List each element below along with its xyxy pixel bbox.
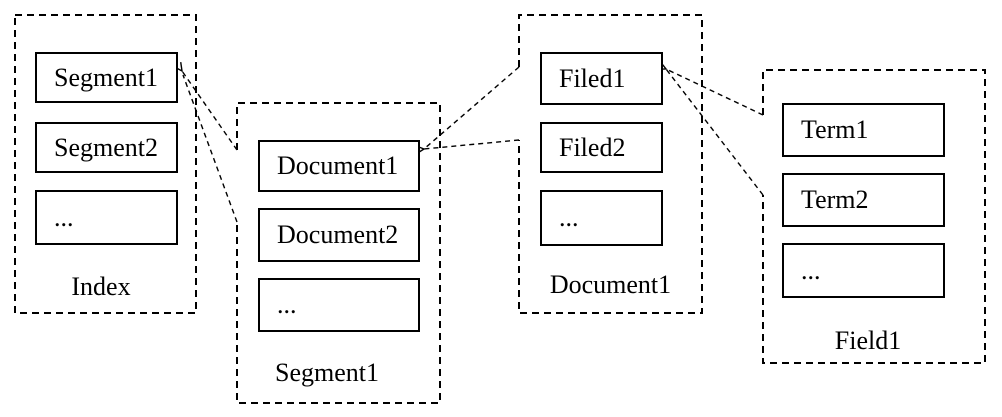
segment1-item-document2: Document2 (258, 208, 420, 262)
field1-group-label: Field1 (834, 326, 902, 355)
document1-group-label: Document1 (549, 270, 672, 299)
document1-item-ellipsis: ... (540, 190, 663, 246)
field1-item-term2: Term2 (782, 173, 945, 227)
segment1-item-document1: Document1 (258, 140, 420, 192)
field1-item-term1: Term1 (782, 103, 945, 157)
connector-segment1-document1-upper (423, 66, 520, 150)
connector-segment1-document1-lower (415, 139, 520, 155)
document1-item-filed2: Filed2 (540, 122, 663, 173)
index-item-segment1: Segment1 (35, 52, 178, 103)
field1-container-border (762, 69, 986, 364)
index-group-label: Index (71, 272, 131, 301)
segment1-container-border (236, 102, 441, 404)
document1-item-filed1: Filed1 (540, 52, 663, 105)
index-item-segment2: Segment2 (35, 122, 178, 173)
segment1-item-ellipsis: ... (258, 278, 420, 332)
connector-document1-field1-upper (657, 61, 764, 116)
index-container-border (14, 14, 197, 314)
index-item-ellipsis: ... (35, 190, 178, 245)
connector-index-segment1-upper (173, 62, 238, 151)
connector-document1-field1-lower (665, 68, 764, 196)
connector-index-segment1-lower (182, 74, 238, 223)
segment1-group-label: Segment1 (275, 358, 379, 387)
field1-item-ellipsis: ... (782, 243, 945, 298)
document1-container-border (518, 14, 703, 314)
